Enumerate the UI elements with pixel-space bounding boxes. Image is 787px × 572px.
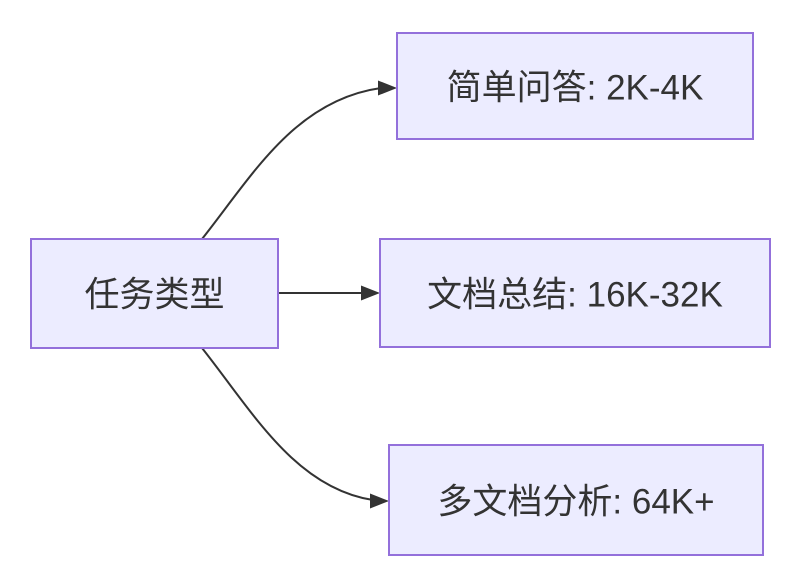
node-label: 文档总结: 16K-32K bbox=[427, 276, 723, 315]
node-box bbox=[396, 32, 754, 140]
node-label: 多文档分析: 64K+ bbox=[437, 483, 714, 522]
arrowhead-icon bbox=[370, 493, 389, 509]
node-simple-qa: 简单问答: 2K-4K bbox=[396, 32, 754, 140]
node-doc-summary: 文档总结: 16K-32K bbox=[379, 238, 771, 348]
edge-root-to-simple-qa bbox=[201, 80, 397, 240]
node-label: 任务类型 bbox=[84, 276, 224, 315]
node-box bbox=[379, 238, 771, 348]
node-box bbox=[388, 444, 764, 556]
edge-root-to-doc-summary bbox=[279, 285, 380, 301]
edge-root-to-multi-doc bbox=[201, 347, 389, 509]
node-task-type: 任务类型 bbox=[30, 238, 279, 349]
arrowhead-icon bbox=[378, 80, 397, 96]
edge-line bbox=[201, 87, 382, 240]
node-multi-doc: 多文档分析: 64K+ bbox=[388, 444, 764, 556]
node-label: 简单问答: 2K-4K bbox=[447, 69, 704, 108]
node-box bbox=[30, 238, 279, 349]
arrowhead-icon bbox=[361, 285, 380, 301]
edge-line bbox=[201, 347, 374, 501]
